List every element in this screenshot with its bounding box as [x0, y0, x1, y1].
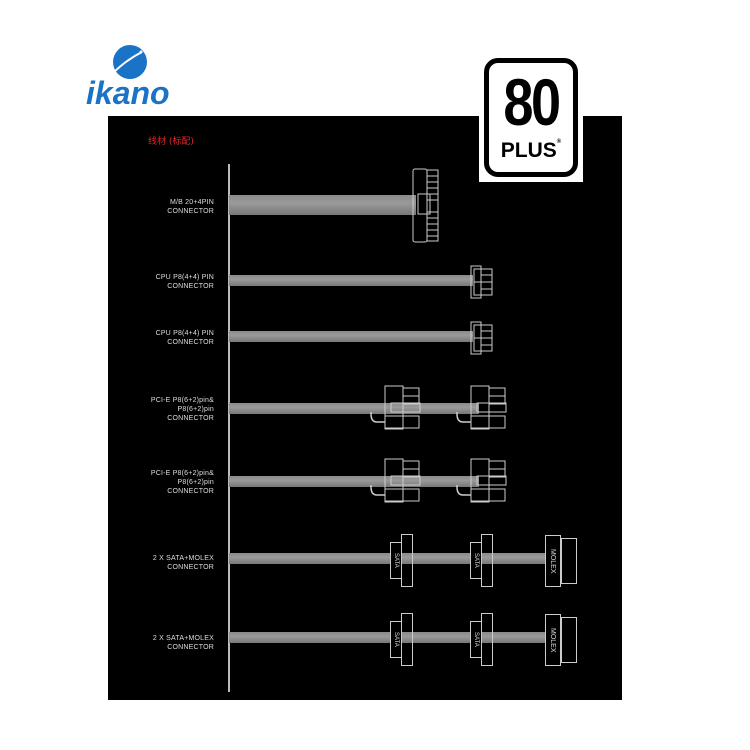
molex-plug-body — [561, 538, 577, 584]
24-pin-connector-icon — [412, 168, 439, 243]
molex-plug: MOLEX — [545, 535, 561, 587]
ikano-logo-icon — [111, 45, 147, 79]
cable-label-cpu-1: CPU P8(4+4) PIN CONNECTOR — [155, 274, 214, 290]
pcie-connector-icon — [456, 458, 507, 503]
sata-plug-body — [481, 613, 493, 666]
cable-pcie-2 — [229, 476, 479, 487]
sata-plug-body — [401, 613, 413, 666]
cpu-8-pin-connector-icon — [470, 321, 493, 355]
cable-label-mb: M/B 20+4PIN CONNECTOR — [167, 199, 214, 215]
cable-sata-molex-1 — [229, 553, 547, 564]
sata-plug-body — [481, 534, 493, 587]
molex-plug-body — [561, 617, 577, 663]
80-plus-badge: 80 PLUS® — [479, 53, 583, 182]
cable-label-pcie-2: PCI-E P8(6+2)pin& P8(6+2)pin CONNECTOR — [150, 470, 214, 495]
badge-number: 80 — [503, 65, 561, 139]
psu-trunk-line — [228, 164, 230, 692]
cable-label-sata-molex-1: 2 X SATA+MOLEX CONNECTOR — [152, 555, 214, 571]
brand-name: ikano — [86, 75, 170, 111]
cable-sata-molex-2 — [229, 632, 547, 643]
pcie-connector-icon — [370, 458, 421, 503]
cable-label-sata-molex-2: 2 X SATA+MOLEX CONNECTOR — [152, 635, 214, 651]
badge-label: PLUS® — [500, 139, 562, 162]
molex-plug: MOLEX — [545, 614, 561, 666]
cable-cpu-1 — [229, 275, 473, 286]
cable-label-pcie-1: PCI-E P8(6+2)pin& P8(6+2)pin CONNECTOR — [150, 397, 214, 422]
diagram-title: 线材 (标配) — [148, 137, 194, 147]
cpu-8-pin-connector-icon — [470, 265, 493, 299]
cable-label-cpu-2: CPU P8(4+4) PIN CONNECTOR — [155, 330, 214, 346]
cable-cpu-2 — [229, 331, 473, 342]
pcie-connector-icon — [370, 385, 421, 430]
cable-pcie-1 — [229, 403, 479, 414]
sata-plug-body — [401, 534, 413, 587]
cable-mb — [229, 195, 416, 215]
pcie-connector-icon — [456, 385, 507, 430]
